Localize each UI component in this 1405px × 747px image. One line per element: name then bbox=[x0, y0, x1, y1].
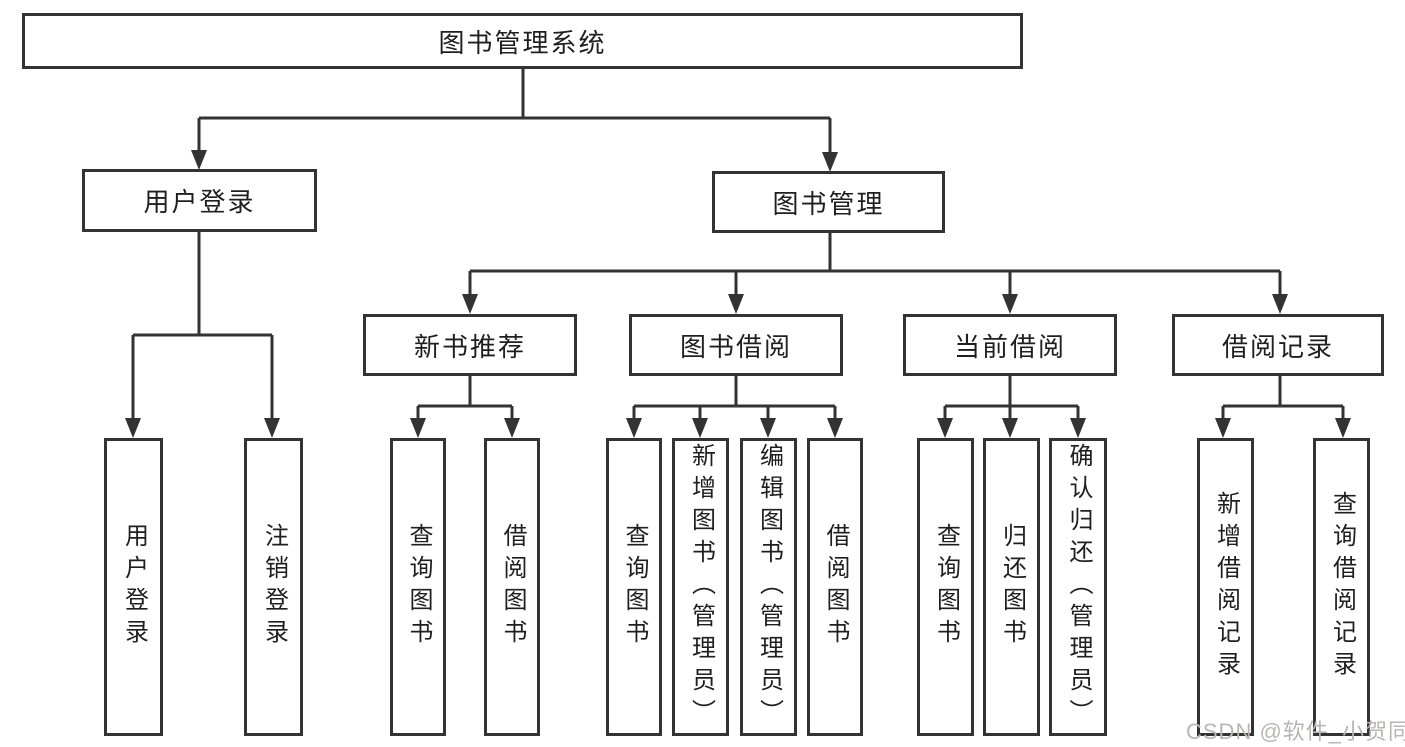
leaf-query-books-current: 查询图书 bbox=[917, 438, 974, 736]
node-user-login: 用户登录 bbox=[82, 169, 317, 232]
node-book-management: 图书管理 bbox=[712, 171, 945, 233]
leaf-add-books-admin: 新增图书（管理员） bbox=[672, 438, 729, 736]
leaf-borrow-books-borrowing: 借阅图书 bbox=[807, 438, 863, 736]
leaf-query-books-recommend: 查询图书 bbox=[390, 438, 446, 736]
node-borrowing-records: 借阅记录 bbox=[1172, 314, 1384, 376]
leaf-query-borrow-record: 查询借阅记录 bbox=[1313, 438, 1370, 736]
leaf-add-borrow-record: 新增借阅记录 bbox=[1197, 438, 1254, 736]
node-current-borrowing: 当前借阅 bbox=[903, 314, 1117, 376]
node-library-management-system: 图书管理系统 bbox=[22, 13, 1023, 69]
node-new-book-recommendation: 新书推荐 bbox=[363, 314, 577, 376]
leaf-return-books: 归还图书 bbox=[983, 438, 1040, 736]
leaf-logout-login: 注销登录 bbox=[244, 438, 303, 736]
leaf-confirm-return-admin: 确认归还（管理员） bbox=[1049, 438, 1107, 736]
csdn-watermark: CSDN @软件_小贺同学 bbox=[1186, 719, 1405, 744]
node-book-borrowing: 图书借阅 bbox=[629, 314, 843, 376]
leaf-borrow-books-recommend: 借阅图书 bbox=[484, 438, 540, 736]
leaf-query-books-borrowing: 查询图书 bbox=[606, 438, 662, 736]
leaf-edit-books-admin: 编辑图书（管理员） bbox=[740, 438, 797, 736]
leaf-user-login: 用户登录 bbox=[104, 438, 163, 736]
